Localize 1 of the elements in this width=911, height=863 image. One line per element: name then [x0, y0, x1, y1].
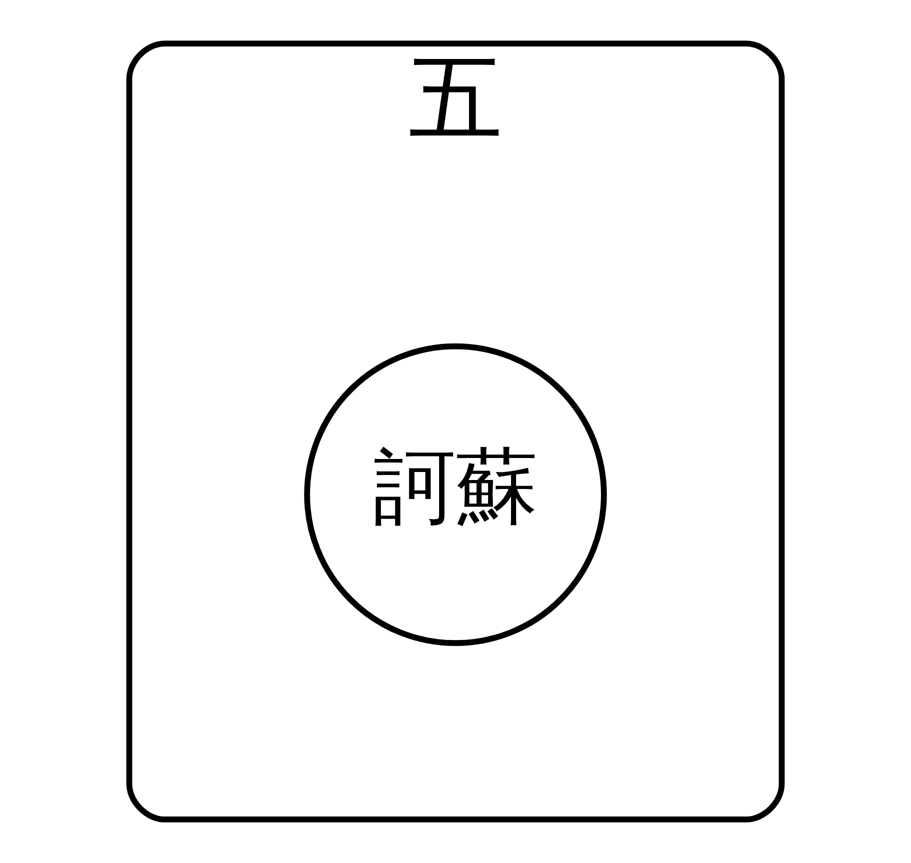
node-circle: 訶蘇 — [304, 343, 607, 646]
